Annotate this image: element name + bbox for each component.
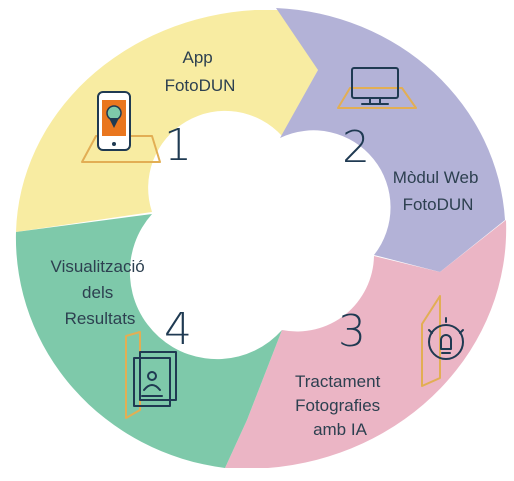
monitor-icon (337, 67, 417, 109)
stage-1-number: 1 (164, 120, 192, 171)
stage-4-label-line-3: Resultats (65, 309, 136, 328)
stage-1-segment (16, 10, 318, 232)
stage-4-segment (15, 214, 283, 468)
stage-1-label-line-2: FotoDUN (165, 76, 236, 95)
lightbulb-icon (421, 295, 464, 387)
stage-2-segment (276, 8, 505, 272)
stage-2-label-line-2: FotoDUN (403, 195, 474, 214)
documents-icon (125, 331, 177, 419)
stage-1-label-line-1: App (183, 48, 213, 67)
stage-1-label: App FotoDUN (165, 48, 236, 95)
stage-3-label-line-3: amb IA (313, 420, 368, 439)
stage-3-segment (225, 220, 507, 468)
stage-4-label: Visualització dels Resultats (51, 257, 150, 328)
stage-4-label-line-1: Visualització (51, 257, 145, 276)
stage-2: 2 Mòdul Web FotoDUN (337, 67, 483, 214)
center-circle (153, 137, 303, 287)
stage-2-number: 2 (342, 122, 370, 173)
stage-4-label-line-2: dels (82, 283, 113, 302)
stage-2-label: Mòdul Web FotoDUN (393, 168, 483, 214)
stage-3-label: Tractament Fotografies amb IA (295, 372, 385, 439)
stage-3-number: 3 (338, 306, 366, 357)
stage-4-number: 4 (164, 304, 192, 355)
smartphone-icon (81, 91, 161, 163)
stage-1: App FotoDUN 1 (81, 48, 236, 171)
stage-3-label-line-2: Fotografies (295, 396, 380, 415)
stage-2-label-line-1: Mòdul Web (393, 168, 479, 187)
stage-3-label-line-1: Tractament (295, 372, 381, 391)
stage-3: 3 Tractament Fotografies amb IA (295, 295, 464, 439)
stage-4: Visualització dels Resultats 4 (51, 257, 192, 419)
